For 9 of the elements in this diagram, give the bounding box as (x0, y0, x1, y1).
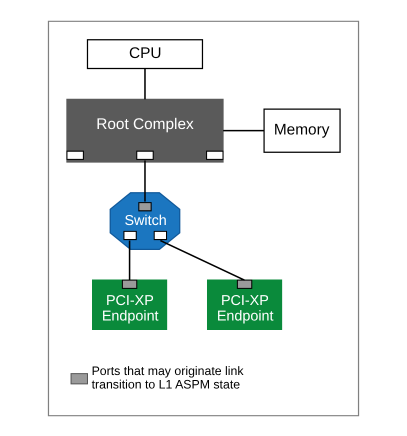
connector (144, 68, 146, 99)
legend-label: Ports that may originate link transition to L1 ASPM state (92, 364, 244, 392)
connector (144, 160, 146, 202)
node-box: Memory (263, 108, 341, 152)
connector (223, 129, 264, 131)
node-box: CPU (86, 38, 204, 69)
connector (128, 240, 130, 280)
cluster (48, 20, 360, 416)
connector (160, 239, 245, 280)
